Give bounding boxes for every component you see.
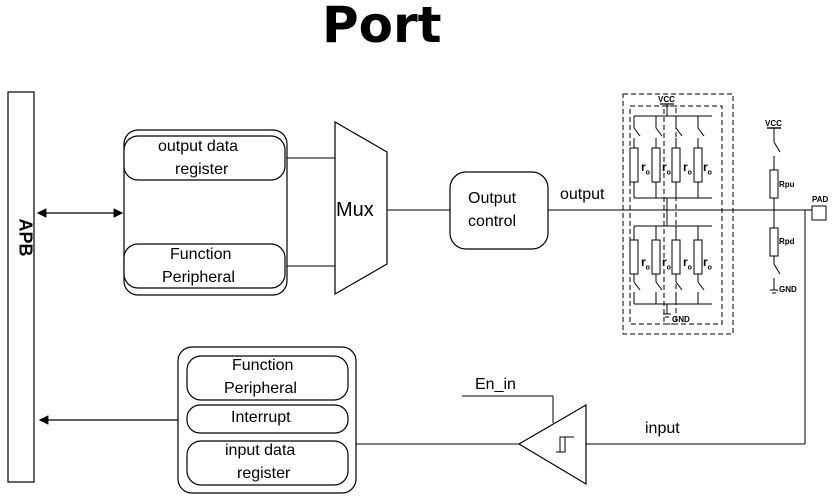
output-data-register-box bbox=[123, 135, 286, 181]
en-in-label: En_in bbox=[475, 376, 516, 393]
driver-outer-dashed bbox=[622, 93, 734, 335]
function-peripheral-in-box bbox=[186, 355, 349, 401]
ro-label-u1: ro bbox=[641, 160, 650, 177]
apb-label: APB bbox=[15, 218, 36, 257]
input-data-register-line1: input data bbox=[225, 442, 296, 459]
ro-label-l3: ro bbox=[683, 255, 692, 272]
function-peripheral-in-line2: Peripheral bbox=[224, 380, 297, 397]
interrupt-label: Interrupt bbox=[231, 409, 291, 426]
ro-label-u2: ro bbox=[662, 160, 671, 177]
interrupt-box bbox=[186, 404, 349, 434]
function-peripheral-out-line1: Function bbox=[170, 246, 232, 263]
pad-label: PAD bbox=[812, 195, 829, 204]
upper-resistor-array bbox=[629, 116, 712, 199]
rpd-label: Rpd bbox=[779, 237, 795, 246]
output-control-line1: Output bbox=[468, 190, 517, 207]
pad-square bbox=[811, 205, 827, 221]
apb-bus-bar bbox=[7, 91, 35, 483]
ro-label-l1: ro bbox=[641, 255, 650, 272]
function-peripheral-in-line1: Function bbox=[232, 357, 294, 374]
pull-gnd-label: GND bbox=[779, 285, 797, 294]
driver-gnd-label: GND bbox=[672, 315, 690, 324]
output-data-register-line1: output data bbox=[158, 138, 239, 155]
pull-network bbox=[767, 127, 781, 294]
input-label: input bbox=[645, 420, 680, 437]
output-control-line2: control bbox=[468, 213, 517, 230]
output-control-box bbox=[449, 171, 549, 250]
function-peripheral-out-line2: Peripheral bbox=[162, 269, 235, 286]
ro-label-u3: ro bbox=[683, 160, 692, 177]
page-title: Port bbox=[322, 0, 442, 54]
lower-resistor-array bbox=[629, 225, 712, 318]
function-peripheral-out-box bbox=[123, 243, 286, 289]
input-data-register-box bbox=[186, 440, 349, 486]
driver-vcc-label: VCC bbox=[658, 95, 675, 104]
input-data-register-line2: register bbox=[237, 465, 291, 482]
ro-label-l4: ro bbox=[703, 255, 712, 272]
output-data-register-line2: register bbox=[175, 161, 229, 178]
driver-inner-dashed-right bbox=[663, 105, 723, 325]
pull-vcc-label: VCC bbox=[765, 119, 782, 128]
ro-label-l2: ro bbox=[662, 255, 671, 272]
output-label: output bbox=[560, 186, 605, 203]
ro-label-u4: ro bbox=[703, 160, 712, 177]
schmitt-symbol bbox=[556, 436, 574, 453]
driver-inner-dashed-left bbox=[629, 105, 677, 325]
mux-shape bbox=[334, 120, 388, 296]
input-buffer bbox=[517, 403, 587, 486]
rpu-label: Rpu bbox=[779, 180, 795, 189]
mux-label: Mux bbox=[336, 199, 374, 221]
